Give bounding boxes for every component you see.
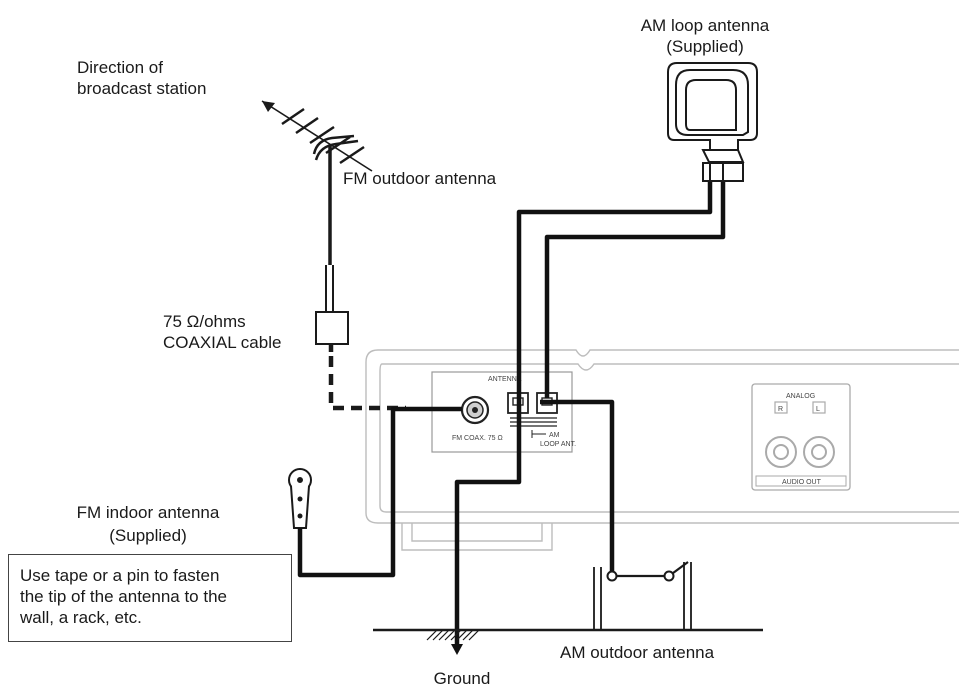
l-label: L	[816, 406, 820, 413]
fm-indoor-label-line1: FM indoor antenna	[77, 503, 220, 522]
analog-audio-out-panel: ANALOG R L AUDIO OUT	[751, 383, 851, 491]
ground-spike	[451, 644, 463, 655]
am-outdoor-antenna-label: AM outdoor antenna	[560, 643, 715, 662]
note-line-3: wall, a rack, etc.	[20, 608, 142, 627]
loop-ant-label: LOOP ANT.	[540, 441, 576, 448]
direction-label-line2: broadcast station	[77, 79, 206, 98]
note-box: Use tape or a pin to fasten the tip of t…	[8, 554, 292, 642]
am-loop-label-line1: AM loop antenna	[641, 16, 770, 35]
fm-coax-label: FM COAX. 75 Ω	[452, 435, 503, 442]
coax-label-line2: COAXIAL cable	[163, 333, 281, 352]
antenna-terminal-panel: ANTENNA FM COAX. 75 Ω AM LOOP ANT.	[431, 371, 576, 453]
fm-indoor-label-line2: (Supplied)	[109, 526, 187, 545]
note-line-1: Use tape or a pin to fasten	[20, 566, 220, 585]
fm-indoor-antenna	[288, 468, 312, 529]
wires	[297, 181, 726, 650]
fm-outdoor-antenna-label: FM outdoor antenna	[343, 169, 497, 188]
am-outdoor-antenna	[593, 561, 692, 630]
receiver-chassis	[365, 349, 959, 551]
am-loop-label-line2: (Supplied)	[666, 37, 744, 56]
r-label: R	[778, 406, 783, 413]
direction-arrow-icon	[262, 101, 275, 112]
fm-outdoor-antenna	[261, 100, 373, 352]
ground-hatch	[426, 629, 480, 641]
ground-label: Ground	[434, 669, 491, 688]
audio-out-label: AUDIO OUT	[782, 479, 822, 486]
panel-antenna-label: ANTENNA	[488, 376, 522, 383]
coax-label-line1: 75 Ω/ohms	[163, 312, 246, 331]
direction-label-line1: Direction of	[77, 58, 163, 77]
am-label: AM	[549, 432, 560, 439]
note-line-2: the tip of the antenna to the	[20, 587, 227, 606]
analog-label: ANALOG	[786, 393, 815, 400]
am-loop-antenna	[667, 62, 758, 182]
